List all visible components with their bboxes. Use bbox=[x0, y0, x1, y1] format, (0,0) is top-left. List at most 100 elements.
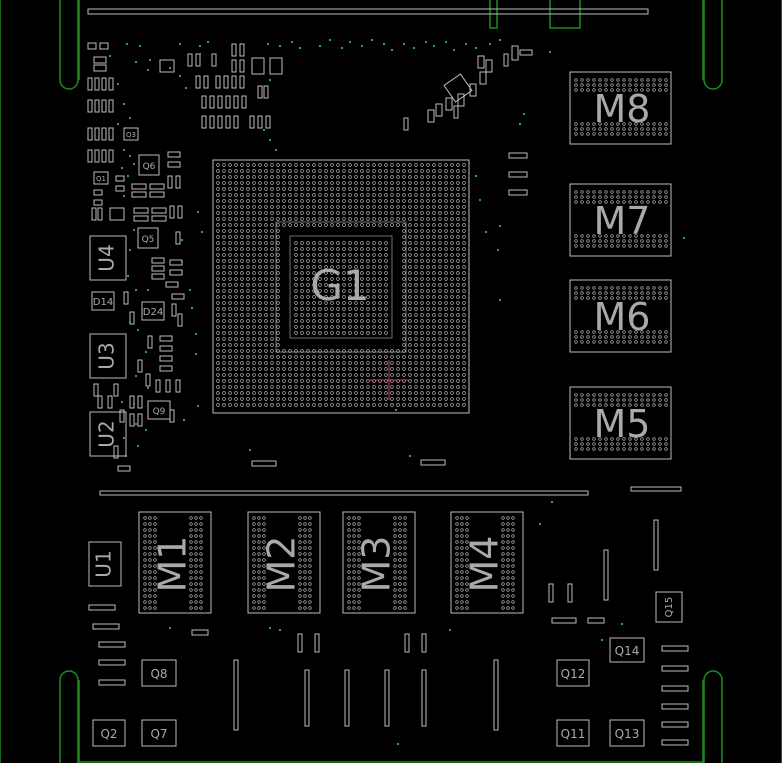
passive-pad bbox=[421, 669, 427, 727]
passive-pad bbox=[108, 77, 114, 91]
via bbox=[128, 154, 132, 158]
passive-pad bbox=[653, 519, 659, 571]
component-u2: U2 bbox=[89, 411, 127, 457]
via bbox=[126, 274, 130, 278]
passive-pad bbox=[171, 293, 185, 300]
passive-pad bbox=[217, 115, 223, 129]
via bbox=[424, 40, 428, 44]
gpu-ball-grid bbox=[216, 163, 466, 407]
via bbox=[268, 138, 272, 142]
passive-pad bbox=[159, 59, 175, 73]
via bbox=[128, 248, 132, 252]
via bbox=[128, 116, 132, 120]
passive-pad bbox=[98, 679, 126, 686]
via bbox=[488, 42, 492, 46]
memory-label: M4 bbox=[463, 536, 507, 593]
passive-pad bbox=[231, 43, 237, 57]
passive-pad bbox=[225, 115, 231, 129]
via bbox=[126, 174, 130, 178]
passive-pad bbox=[137, 413, 143, 427]
passive-pad bbox=[129, 413, 135, 427]
component-q7: Q7 bbox=[141, 719, 177, 747]
passive-pad bbox=[129, 395, 135, 409]
tilted-package bbox=[443, 73, 473, 103]
via bbox=[122, 194, 126, 198]
via bbox=[188, 288, 192, 292]
passive-pad bbox=[175, 231, 181, 245]
passive-pad bbox=[215, 75, 221, 89]
via bbox=[444, 40, 448, 44]
via bbox=[432, 44, 436, 48]
component-q5: Q5 bbox=[137, 227, 159, 249]
memory-label: M1 bbox=[151, 536, 195, 593]
memory-label: M5 bbox=[594, 402, 651, 446]
passive-pad bbox=[98, 659, 126, 666]
component-q9: Q9 bbox=[147, 400, 171, 420]
passive-pad bbox=[479, 71, 487, 85]
svg-text:Q13: Q13 bbox=[615, 727, 640, 741]
component-q15: Q15 bbox=[655, 591, 683, 623]
via bbox=[134, 422, 138, 426]
via bbox=[180, 238, 184, 242]
passive-pad bbox=[115, 185, 125, 192]
passive-pad bbox=[508, 189, 528, 196]
passive-pad bbox=[131, 183, 147, 190]
component-q3: Q3 bbox=[123, 127, 139, 141]
passive-pad bbox=[195, 75, 201, 89]
memory-chip-m1: M1 bbox=[138, 511, 212, 614]
via bbox=[184, 86, 188, 90]
passive-pad bbox=[94, 99, 100, 113]
via bbox=[318, 44, 322, 48]
via bbox=[278, 628, 282, 632]
vias bbox=[108, 38, 686, 746]
via bbox=[290, 40, 294, 44]
svg-text:D14: D14 bbox=[93, 297, 113, 308]
passive-pad bbox=[93, 64, 107, 72]
memory-chip-m5: M5 bbox=[569, 386, 672, 460]
passive-pad bbox=[217, 95, 223, 109]
via bbox=[134, 374, 138, 378]
component-u4: U4 bbox=[89, 235, 127, 281]
passive-pad bbox=[485, 59, 493, 73]
svg-text:Q11: Q11 bbox=[561, 727, 586, 741]
passive-pad bbox=[177, 205, 183, 219]
passive-pad bbox=[403, 117, 409, 131]
via bbox=[248, 448, 252, 452]
passive-pad bbox=[159, 345, 173, 352]
svg-text:Q7: Q7 bbox=[150, 727, 167, 741]
svg-text:Q14: Q14 bbox=[615, 644, 640, 658]
via bbox=[146, 288, 150, 292]
passive-pad bbox=[101, 99, 107, 113]
via bbox=[122, 436, 126, 440]
passive-pad bbox=[113, 383, 119, 397]
via bbox=[146, 68, 150, 72]
component-q2: Q2 bbox=[92, 719, 126, 747]
memory-chip-m3: M3 bbox=[342, 511, 416, 614]
memory-label: M7 bbox=[594, 199, 651, 243]
component-q1: Q1 bbox=[93, 171, 109, 185]
passive-pad bbox=[165, 379, 171, 393]
passive-pad bbox=[149, 191, 165, 198]
via bbox=[262, 128, 266, 132]
passive-pad bbox=[177, 313, 183, 327]
passive-pad bbox=[87, 127, 93, 141]
gpu-outline bbox=[212, 159, 470, 414]
via bbox=[682, 236, 686, 240]
passive-pad bbox=[251, 460, 277, 467]
svg-text:Q3: Q3 bbox=[126, 131, 136, 139]
via bbox=[182, 418, 186, 422]
via bbox=[198, 52, 202, 56]
via bbox=[144, 428, 148, 432]
passive-pad bbox=[469, 83, 477, 97]
passive-pad bbox=[129, 311, 135, 325]
top-connector bbox=[87, 8, 649, 15]
via bbox=[412, 46, 416, 50]
component-q11: Q11 bbox=[556, 719, 590, 747]
via bbox=[136, 328, 140, 332]
passive-pad bbox=[421, 633, 427, 653]
via bbox=[448, 628, 452, 632]
via bbox=[408, 454, 412, 458]
passive-pad bbox=[108, 149, 114, 163]
passive-pad bbox=[171, 303, 177, 317]
